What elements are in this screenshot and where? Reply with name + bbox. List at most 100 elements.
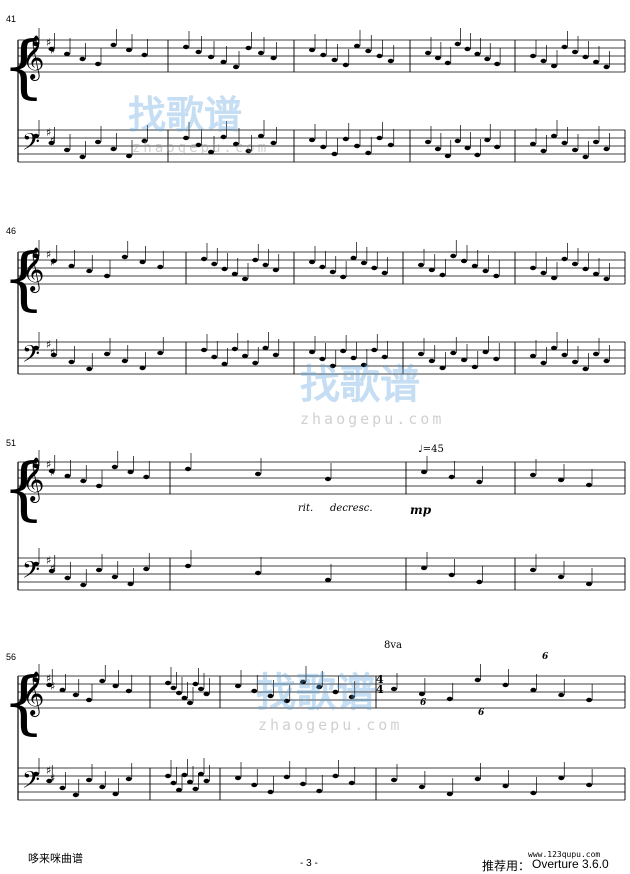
- bass-note-head: [572, 147, 578, 153]
- bass-note-head: [418, 784, 425, 790]
- treble-note-head: [444, 60, 451, 66]
- bass-note-head: [272, 352, 279, 358]
- bass-note-head: [192, 786, 199, 792]
- treble-note-head: [586, 482, 592, 488]
- treble-note-head: [112, 683, 119, 689]
- bass-note-head: [126, 153, 132, 159]
- treble-note-head: [593, 271, 599, 277]
- treble-note-head: [126, 47, 132, 53]
- treble-note-head: [482, 268, 489, 274]
- treble-note-head: [454, 41, 461, 47]
- treble-clef-icon: 𝄞: [22, 35, 44, 81]
- treble-note-head: [267, 693, 274, 699]
- treble-note-head: [572, 49, 578, 55]
- treble-note-head: [572, 261, 578, 267]
- treble-note-head: [208, 54, 214, 60]
- bass-note-head: [540, 360, 547, 366]
- bass-note-head: [195, 142, 202, 148]
- bass-note-head: [582, 366, 589, 372]
- treble-note-head: [530, 472, 536, 478]
- treble-note-head: [125, 688, 132, 694]
- treble-note-head: [86, 697, 92, 703]
- treble-note-head: [434, 55, 441, 61]
- treble-note-head: [558, 692, 565, 698]
- note-heads: [33, 28, 610, 798]
- treble-note-head: [540, 270, 547, 276]
- treble-note-head: [464, 46, 471, 52]
- treble-note-head: [551, 63, 557, 69]
- treble-note-head: [603, 276, 610, 282]
- treble-note-head: [86, 268, 93, 274]
- watermark-logo-text-3: 找歌谱: [256, 670, 376, 716]
- bass-note-head: [99, 784, 106, 790]
- treble-note-head: [360, 260, 367, 266]
- bass-note-head: [387, 142, 394, 148]
- watermark-domain-3: zhaogepu.com: [258, 716, 403, 734]
- tuplet-6-c: 6: [478, 708, 485, 718]
- treble-note-head: [221, 266, 228, 272]
- treble-note-head: [474, 677, 481, 683]
- treble-note-head: [582, 266, 589, 272]
- dynamic-mp: mp: [410, 503, 432, 517]
- treble-note-head: [309, 47, 315, 53]
- tuplet-6-a: 6: [542, 652, 549, 662]
- watermark-domain-2: zhaogepu.com: [300, 410, 445, 428]
- treble-note-head: [195, 49, 202, 55]
- bass-note-head: [208, 149, 214, 155]
- treble-note-head: [418, 262, 424, 268]
- bass-note-head: [33, 345, 39, 351]
- treble-note-head: [461, 258, 467, 264]
- bass-note-head: [48, 568, 55, 574]
- time-signature-top: 4: [376, 673, 384, 686]
- treble-note-head: [340, 274, 347, 280]
- treble-note-head: [376, 53, 383, 59]
- bass-note-head: [530, 141, 536, 147]
- treble-note-head: [418, 691, 425, 697]
- bass-note-head: [141, 138, 148, 144]
- bass-note-head: [461, 357, 467, 363]
- bass-note-head: [33, 561, 39, 567]
- bass-note-head: [350, 355, 357, 361]
- bass-note-head: [96, 567, 102, 573]
- bass-note-head: [421, 565, 427, 571]
- treble-note-head: [494, 61, 501, 67]
- treble-note-head: [371, 265, 378, 271]
- watermark-domain: zhaogepu.com: [132, 140, 270, 156]
- treble-note-head: [139, 259, 146, 265]
- treble-note-head: [50, 258, 57, 264]
- bass-clef-icon: 𝄢: [22, 556, 40, 589]
- bass-note-head: [493, 356, 500, 362]
- bass-note-head: [484, 137, 491, 143]
- key-sharp-icon: ♯: [46, 36, 51, 49]
- measure-number-56: 56: [6, 652, 17, 662]
- treble-note-head: [251, 688, 258, 694]
- treble-note-head: [157, 264, 164, 270]
- bass-note-head: [603, 146, 610, 152]
- bass-note-head: [558, 574, 564, 580]
- treble-note-head: [387, 58, 394, 64]
- bass-note-head: [270, 140, 277, 146]
- treble-note-head: [325, 476, 331, 482]
- treble-note-head: [183, 44, 189, 50]
- bass-note-head: [187, 779, 193, 785]
- treble-note-head: [33, 463, 39, 469]
- bass-note-head: [434, 146, 441, 152]
- footer-left-label: 哆来咪曲谱: [28, 853, 83, 865]
- bass-note-head: [342, 136, 349, 142]
- decresc-marking: decresc.: [330, 503, 373, 514]
- bass-note-head: [95, 139, 101, 145]
- bass-note-head: [446, 791, 453, 797]
- bass-note-head: [582, 154, 589, 160]
- bass-note-head: [425, 139, 431, 145]
- bass-note-head: [185, 563, 191, 569]
- bass-note-head: [320, 144, 327, 150]
- treble-note-head: [192, 681, 199, 687]
- bass-note-head: [418, 351, 424, 357]
- bass-note-head: [530, 353, 536, 359]
- bass-note-head: [391, 777, 397, 783]
- tuplet-6-b: 6: [420, 698, 427, 708]
- bass-note-head: [283, 774, 290, 780]
- bass-clef-icon: 𝄢: [22, 766, 40, 799]
- bass-note-head: [33, 771, 39, 777]
